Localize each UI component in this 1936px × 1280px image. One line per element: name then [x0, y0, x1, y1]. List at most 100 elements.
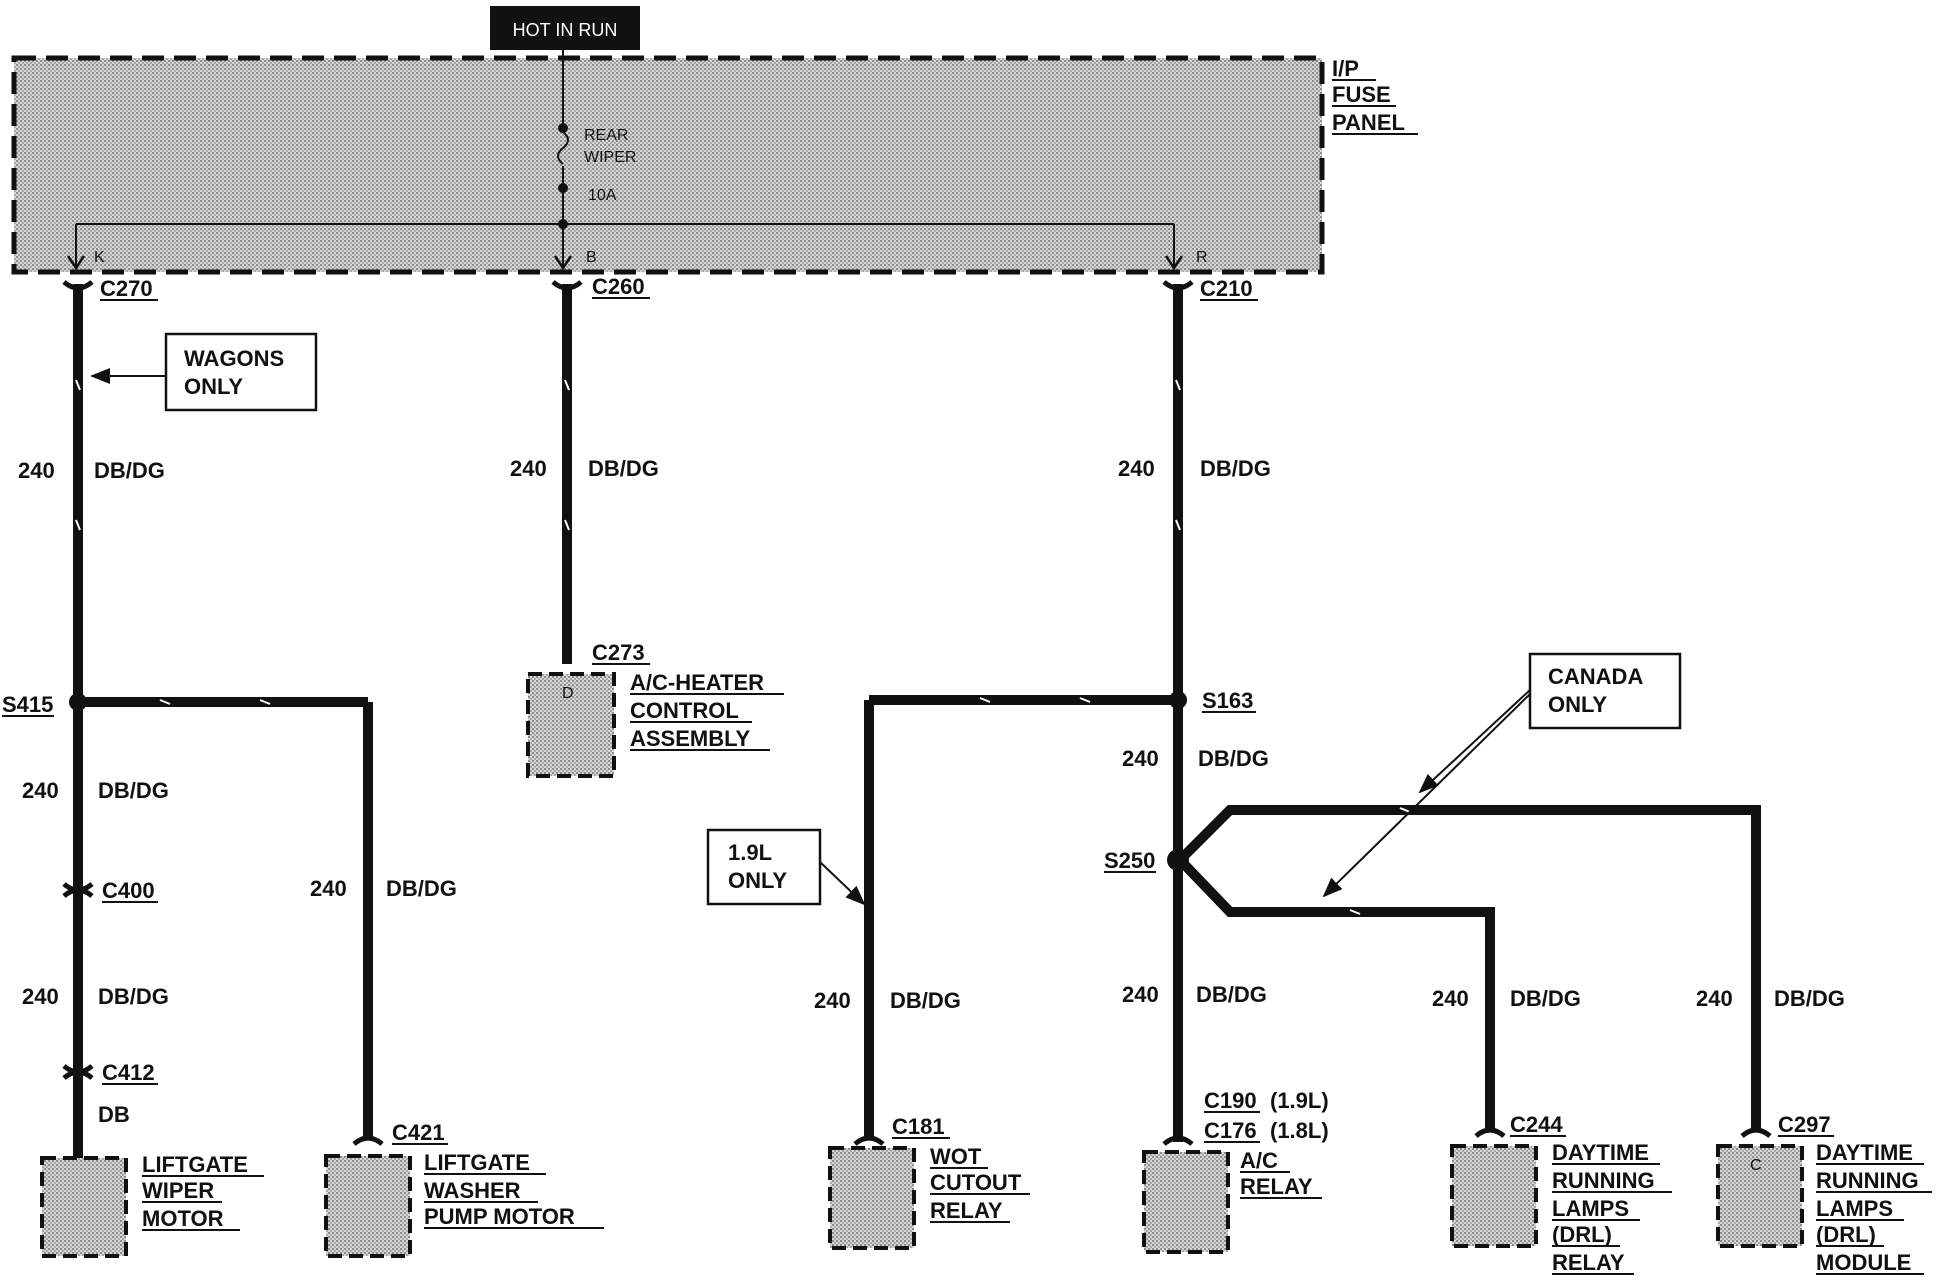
splice-label-s250: S250	[1104, 848, 1155, 873]
engine-only-line2: ONLY	[728, 868, 787, 893]
wire-color-11: DB/DG	[1510, 986, 1581, 1011]
connector-c421: C421	[392, 1120, 445, 1145]
wire-circuit-1: 240	[18, 458, 55, 483]
wire-color-10: DB/DG	[1196, 982, 1267, 1007]
wot-relay-line3: RELAY	[930, 1198, 1003, 1223]
liftgate-washer-line3: PUMP MOTOR	[424, 1204, 575, 1229]
connector-c190: C190	[1204, 1088, 1257, 1113]
drl-relay-line2: RUNNING	[1552, 1168, 1655, 1193]
ac-heater-line2: CONTROL	[630, 698, 739, 723]
drl-relay-line1: DAYTIME	[1552, 1140, 1649, 1165]
ac-heater-control-assembly-box	[526, 672, 616, 778]
wire-circuit-9: 240	[814, 988, 851, 1013]
fuse-internal-wiring	[75, 50, 1175, 268]
drl-relay-line3: LAMPS	[1552, 1196, 1629, 1221]
connector-c176-note: (1.8L)	[1270, 1118, 1329, 1143]
wot-relay-line1: WOT	[930, 1144, 982, 1169]
hot-in-run-box	[490, 6, 640, 50]
drl-module-line5: MODULE	[1816, 1250, 1911, 1275]
connector-c244: C244	[1510, 1112, 1563, 1137]
drl-module-line2: RUNNING	[1816, 1168, 1919, 1193]
fuse-junction	[558, 219, 568, 229]
wire-circuit-8: 240	[1122, 746, 1159, 771]
wire-harness	[73, 284, 1761, 1158]
splice-s250	[1167, 849, 1189, 871]
pin-center-label: B	[586, 249, 597, 266]
ac-relay-box	[1142, 1150, 1230, 1254]
fuse-rating: 10A	[588, 187, 617, 204]
drl-relay-line4: (DRL)	[1552, 1222, 1612, 1247]
c297-pin-label: C	[1750, 1157, 1762, 1174]
connector-c270: C270	[100, 276, 153, 301]
liftgate-washer-pump-motor-box	[324, 1154, 412, 1258]
fuse-panel-label-line2: FUSE	[1332, 82, 1391, 107]
ac-relay-line2: RELAY	[1240, 1174, 1313, 1199]
liftgate-wiper-motor-box	[40, 1156, 128, 1258]
drl-module-box	[1716, 1144, 1804, 1248]
liftgate-washer-line2: WASHER	[424, 1178, 521, 1203]
wot-relay-line2: CUTOUT	[930, 1170, 1022, 1195]
connector-c210: C210	[1200, 276, 1253, 301]
connector-c297: C297	[1778, 1112, 1831, 1137]
wire-circuit-7: 240	[310, 876, 347, 901]
wire-circuit-11: 240	[1432, 986, 1469, 1011]
wire-color-4: DB/DG	[98, 778, 169, 803]
fuse-panel-label-line1: I/P	[1332, 56, 1359, 81]
connector-c400: C400	[102, 878, 155, 903]
wire-color-3: DB/DG	[1200, 456, 1271, 481]
wagons-only-line1: WAGONS	[184, 346, 284, 371]
wire-color-12: DB/DG	[1774, 986, 1845, 1011]
drl-relay-line5: RELAY	[1552, 1250, 1625, 1275]
wire-circuit-4: 240	[22, 778, 59, 803]
wire-circuit-2: 240	[510, 456, 547, 481]
splice-s163	[1169, 691, 1187, 709]
pin-right-label: R	[1196, 249, 1208, 266]
drl-module-line3: LAMPS	[1816, 1196, 1893, 1221]
liftgate-wiper-line3: MOTOR	[142, 1206, 224, 1231]
wire-circuit-5: 240	[22, 984, 59, 1009]
wire-circuit-12: 240	[1696, 986, 1733, 1011]
engine-only-box	[706, 828, 822, 906]
ac-heater-line3: ASSEMBLY	[630, 726, 751, 751]
wire-color-2: DB/DG	[588, 456, 659, 481]
drl-module-line4: (DRL)	[1816, 1222, 1876, 1247]
wire-color-1: DB/DG	[94, 458, 165, 483]
fuse-node-bottom	[558, 183, 568, 193]
wot-cutout-relay-box	[828, 1146, 916, 1250]
fuse-panel-label-line3: PANEL	[1332, 110, 1405, 135]
wagons-only-line2: ONLY	[184, 374, 243, 399]
connector-c181: C181	[892, 1114, 945, 1139]
ac-relay-line1: A/C	[1240, 1148, 1278, 1173]
wagons-only-box	[164, 332, 318, 412]
connector-c273: C273	[592, 640, 645, 665]
wire-color-7: DB/DG	[386, 876, 457, 901]
ac-heater-line1: A/C-HEATER	[630, 670, 764, 695]
wire-color-8: DB/DG	[1198, 746, 1269, 771]
liftgate-wiper-line1: LIFTGATE	[142, 1152, 248, 1177]
c273-pin-label: D	[562, 685, 574, 702]
wire-color-9: DB/DG	[890, 988, 961, 1013]
wire-color-5: DB/DG	[98, 984, 169, 1009]
fuse-name-line2: WIPER	[584, 149, 636, 166]
liftgate-wiper-line2: WIPER	[142, 1178, 214, 1203]
connector-c176: C176	[1204, 1118, 1257, 1143]
canada-only-box	[1528, 652, 1682, 730]
splice-s415	[69, 693, 87, 711]
drl-module-line1: DAYTIME	[1816, 1140, 1913, 1165]
connector-c412: C412	[102, 1060, 155, 1085]
wire-circuit-3: 240	[1118, 456, 1155, 481]
wire-color-6: DB	[98, 1102, 130, 1127]
canada-only-line2: ONLY	[1548, 692, 1607, 717]
fuse-node-top	[558, 123, 568, 133]
connector-c260: C260	[592, 274, 645, 299]
liftgate-washer-line1: LIFTGATE	[424, 1150, 530, 1175]
splice-label-s415: S415	[2, 692, 53, 717]
fuse-name-line1: REAR	[584, 127, 628, 144]
canada-only-line1: CANADA	[1548, 664, 1643, 689]
drl-relay-box	[1450, 1144, 1538, 1248]
pin-left-label: K	[94, 249, 105, 266]
hot-in-run-label: HOT IN RUN	[513, 20, 618, 40]
engine-only-line1: 1.9L	[728, 840, 772, 865]
connector-c190-note: (1.9L)	[1270, 1088, 1329, 1113]
